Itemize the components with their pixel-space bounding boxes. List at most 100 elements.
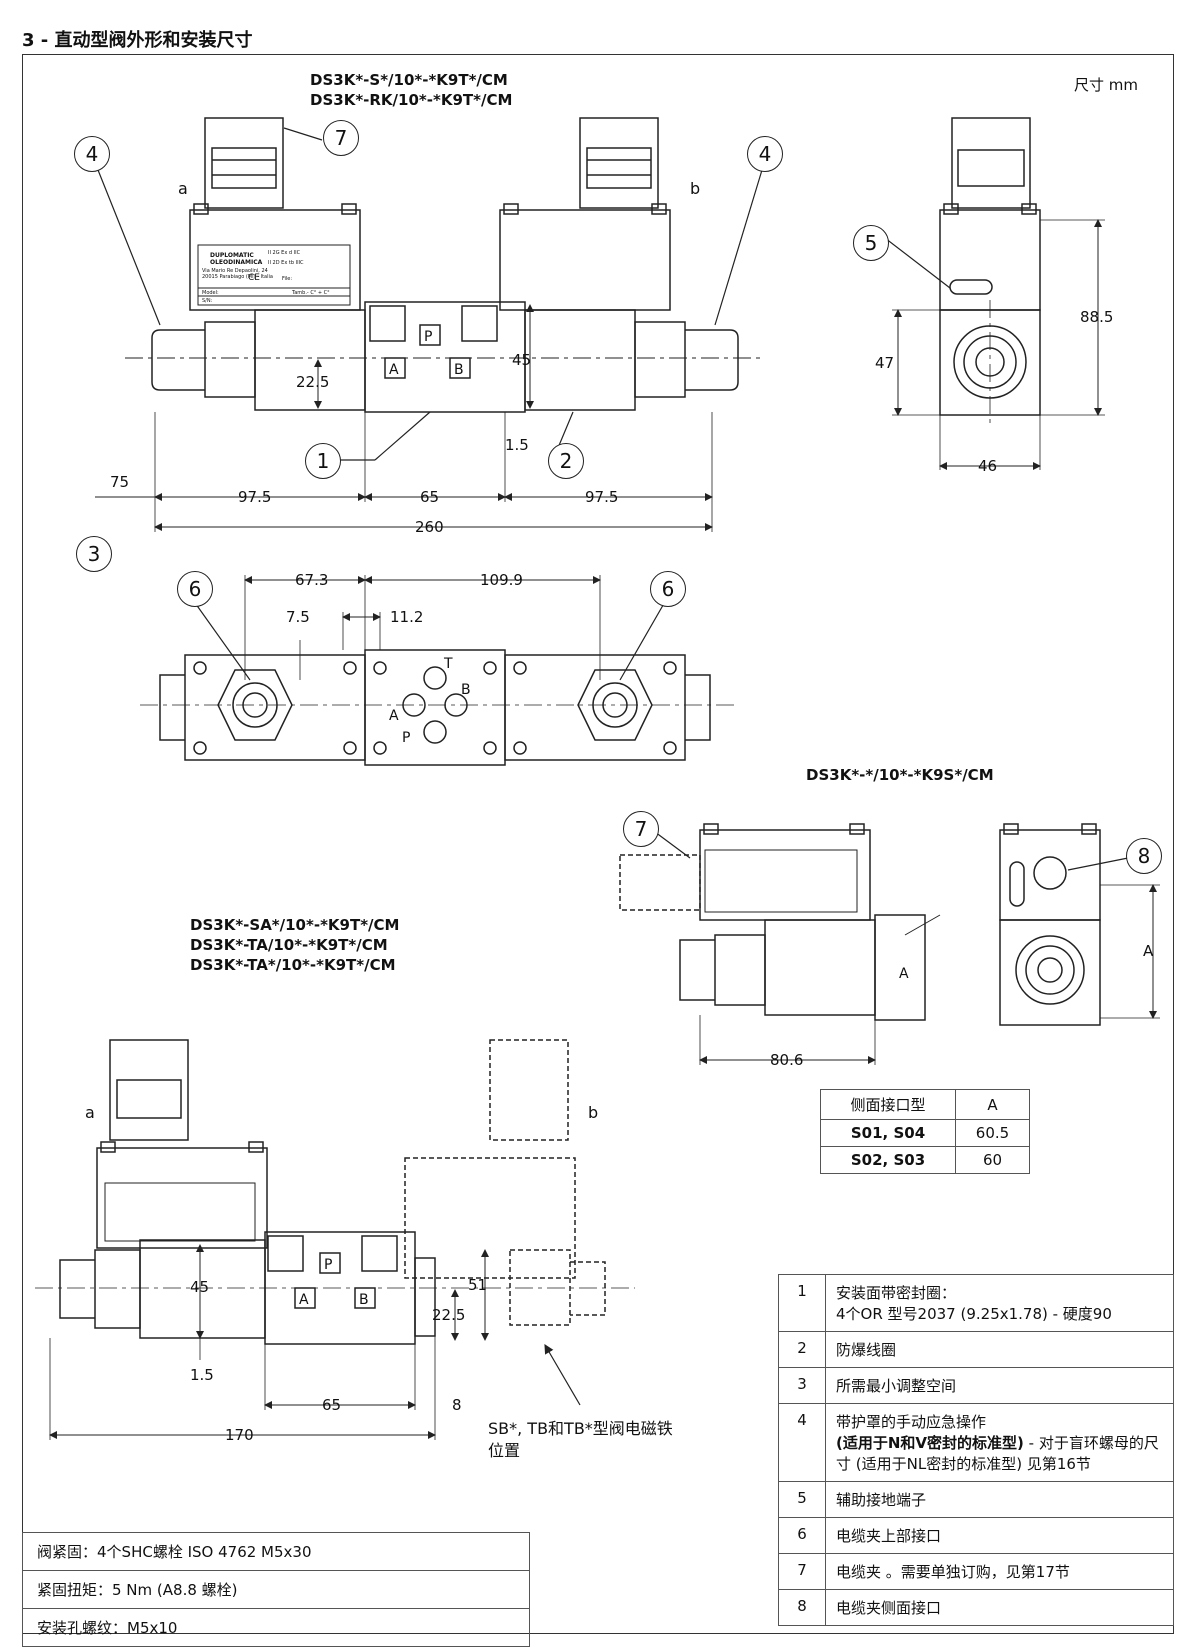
dim-top-22-5: 22.5 bbox=[296, 373, 329, 391]
port-b-plan: B bbox=[461, 682, 471, 698]
override-right bbox=[634, 321, 686, 398]
dim-bottom-65: 65 bbox=[322, 1396, 341, 1414]
port-a-top: A bbox=[389, 362, 399, 378]
dim-top-97-5-left: 97.5 bbox=[238, 488, 271, 506]
legend-row: 6 电缆夹上部接口 bbox=[778, 1517, 1174, 1554]
port-p-bottom: P bbox=[324, 1257, 332, 1273]
port-table-header-a: A bbox=[955, 1089, 1030, 1120]
legend-row: 1 安装面带密封圈： 4个OR 型号2037 (9.25x1.78) - 硬度9… bbox=[778, 1274, 1174, 1332]
k9s-housing bbox=[699, 829, 871, 921]
np-address1: Via Mario Re Depaolini, 24 bbox=[202, 268, 268, 274]
legend-table: 1 安装面带密封圈： 4个OR 型号2037 (9.25x1.78) - 硬度9… bbox=[778, 1274, 1174, 1626]
port-table-row1-a: 60.5 bbox=[955, 1119, 1030, 1147]
dim-plan-7-5: 7.5 bbox=[286, 608, 310, 626]
dim-side-46: 46 bbox=[978, 457, 997, 475]
valve-body bbox=[364, 301, 526, 413]
port-table-row1-type: S01, S04 bbox=[819, 1119, 957, 1147]
hex-nut-right bbox=[577, 669, 653, 741]
port-b-bottom: B bbox=[359, 1292, 369, 1308]
legend-text: 电缆夹 。需要单独订购，见第17节 bbox=[825, 1553, 1174, 1590]
dim-bottom-45: 45 bbox=[190, 1278, 209, 1296]
model-bottom-2: DS3K*-TA/10*-*K9T*/CM bbox=[190, 936, 388, 954]
legend-num: 5 bbox=[778, 1481, 826, 1518]
model-k9s: DS3K*-*/10*-*K9S*/CM bbox=[806, 766, 994, 784]
dim-plan-109-9: 109.9 bbox=[480, 571, 523, 589]
dim-bottom-8: 8 bbox=[452, 1396, 462, 1414]
port-a-bottom: A bbox=[299, 1292, 309, 1308]
callout-8: 8 bbox=[1126, 838, 1162, 874]
legend-text: 带护罩的手动应急操作 (适用于N和V密封的标准型) - 对于盲环螺母的尺寸 (适… bbox=[825, 1403, 1174, 1482]
connector-right bbox=[579, 117, 659, 209]
model-bottom-1: DS3K*-SA*/10*-*K9T*/CM bbox=[190, 916, 400, 934]
np-sn: S/N: bbox=[202, 298, 213, 304]
section-title: 3 - 直动型阀外形和安装尺寸 bbox=[22, 30, 253, 51]
legend-row: 4 带护罩的手动应急操作 (适用于N和V密封的标准型) - 对于盲环螺母的尺寸 … bbox=[778, 1403, 1174, 1482]
callout-3: 3 bbox=[76, 536, 112, 572]
callout-1: 1 bbox=[305, 443, 341, 479]
dim-top-1-5: 1.5 bbox=[505, 436, 529, 454]
callout-4-left: 4 bbox=[74, 136, 110, 172]
model-bottom-3: DS3K*-TA*/10*-*K9T*/CM bbox=[190, 956, 396, 974]
model-bottom: DS3K*-SA*/10*-*K9T*/CM DS3K*-TA/10*-*K9T… bbox=[190, 915, 399, 975]
sb-note-line2: 位置 bbox=[488, 1441, 521, 1460]
legend-text: 电缆夹上部接口 bbox=[825, 1517, 1174, 1554]
k9s-view bbox=[619, 823, 1160, 1065]
callout-7-top: 7 bbox=[323, 120, 359, 156]
legend-num: 6 bbox=[778, 1517, 826, 1554]
model-main-2: DS3K*-RK/10*-*K9T*/CM bbox=[310, 91, 513, 109]
note-bolts: 阀紧固：4个SHC螺栓 ISO 4762 M5x30 bbox=[22, 1532, 530, 1571]
dim-side-47: 47 bbox=[875, 354, 894, 372]
np-address2: 20015 Parabiago (MI) - Italia bbox=[202, 274, 273, 280]
dim-plan-67-3: 67.3 bbox=[295, 571, 328, 589]
np-atex1: II 2G Ex d IIC bbox=[268, 250, 301, 256]
side-housing bbox=[939, 209, 1041, 311]
legend-text: 安装面带密封圈： 4个OR 型号2037 (9.25x1.78) - 硬度90 bbox=[825, 1274, 1174, 1332]
legend-4-line1: 带护罩的手动应急操作 bbox=[836, 1413, 987, 1431]
legend-text: 辅助接地端子 bbox=[825, 1481, 1174, 1518]
note-thread: 安装孔螺纹：M5x10 bbox=[22, 1608, 530, 1647]
model-main: DS3K*-S*/10*-*K9T*/CM DS3K*-RK/10*-*K9T*… bbox=[310, 70, 512, 110]
coil-left bbox=[254, 309, 366, 411]
dim-top-97-5-right: 97.5 bbox=[585, 488, 618, 506]
callout-7-k9s: 7 bbox=[623, 811, 659, 847]
port-p-box bbox=[419, 324, 441, 346]
note-torque: 紧固扭矩：5 Nm (A8.8 螺栓) bbox=[22, 1570, 530, 1609]
legend-text: 防爆线圈 bbox=[825, 1331, 1174, 1368]
legend-num: 3 bbox=[778, 1367, 826, 1404]
dim-bottom-51: 51 bbox=[468, 1276, 487, 1294]
legend-text: 电缆夹侧面接口 bbox=[825, 1589, 1174, 1626]
label-b-top: b bbox=[690, 179, 700, 198]
legend-1-line1: 安装面带密封圈： bbox=[836, 1284, 957, 1302]
dim-k9s-80-6: 80.6 bbox=[770, 1051, 803, 1069]
port-type-table: 侧面接口型 A S01, S04 60.5 S02, S03 60 bbox=[819, 1089, 1030, 1174]
port-a-plan: A bbox=[389, 708, 399, 724]
nameplate-top bbox=[197, 244, 351, 306]
model-main-1: DS3K*-S*/10*-*K9T*/CM bbox=[310, 71, 508, 89]
np-atex2: II 2D Ex tb IIIC bbox=[268, 260, 304, 266]
port-p-top: P bbox=[424, 329, 432, 345]
dim-side-88-5: 88.5 bbox=[1080, 308, 1113, 326]
legend-4-rest: - 对于盲环螺母的尺寸 (适用于NL密封的标准型) 见第16节 bbox=[836, 1434, 1159, 1473]
label-b-bottom: b bbox=[588, 1103, 598, 1122]
port-table-header-type: 侧面接口型 bbox=[819, 1089, 957, 1120]
legend-4-bold: (适用于N和V密封的标准型) bbox=[836, 1434, 1024, 1452]
bottom-housing bbox=[96, 1147, 268, 1249]
dim-bottom-22-5: 22.5 bbox=[432, 1306, 465, 1324]
dim-k9s-a: A bbox=[1143, 942, 1154, 960]
dim-top-75: 75 bbox=[110, 473, 129, 491]
callout-5: 5 bbox=[853, 225, 889, 261]
dim-bottom-1-5: 1.5 bbox=[190, 1366, 214, 1384]
legend-num: 7 bbox=[778, 1553, 826, 1590]
np-file: File: bbox=[282, 276, 292, 282]
drawing-frame bbox=[22, 54, 1174, 1634]
np-brand1: DUPLOMATIC bbox=[210, 252, 254, 259]
np-ce: CE bbox=[248, 273, 260, 283]
k9s-connector bbox=[619, 854, 701, 911]
dim-plan-11-2: 11.2 bbox=[390, 608, 423, 626]
port-p-plan: P bbox=[402, 730, 410, 746]
front-view-bottom bbox=[35, 1039, 635, 1440]
dim-top-260: 260 bbox=[415, 518, 444, 536]
legend-row: 2 防爆线圈 bbox=[778, 1331, 1174, 1368]
connector-left-nut bbox=[211, 147, 277, 189]
